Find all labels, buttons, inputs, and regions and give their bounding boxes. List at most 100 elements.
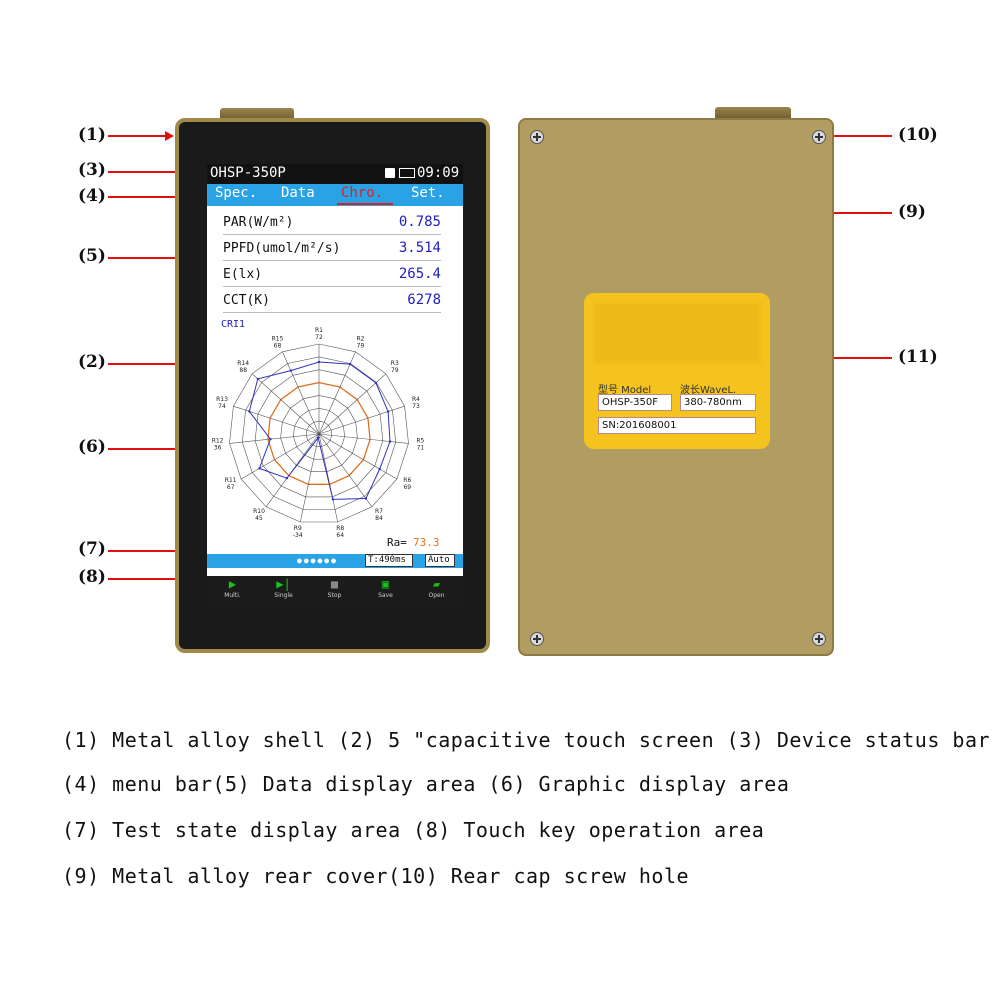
radar-category-label: R2 (357, 336, 365, 343)
radar-value-label: -34 (293, 532, 303, 539)
description-line: (4) menu bar(5) Data display area (6) Gr… (62, 772, 790, 796)
screw-icon (812, 632, 826, 646)
callout-11: (11) (898, 347, 938, 367)
description-line: (1) Metal alloy shell (2) 5 "capacitive … (62, 728, 991, 752)
radar-value-label: 68 (274, 343, 282, 350)
test-mode[interactable]: Auto (425, 554, 455, 567)
radar-spoke (318, 373, 387, 435)
radar-value-label: 73 (412, 403, 420, 410)
radar-value-label: 36 (214, 445, 222, 452)
radar-value-label: 74 (218, 403, 226, 410)
progress-dots: ●●●●●● (297, 556, 338, 565)
model-value: OHSP-350F (598, 394, 672, 411)
screw-icon (812, 130, 826, 144)
radar-point (348, 362, 352, 366)
radar-ring (254, 369, 384, 498)
radar-ring (267, 381, 371, 485)
key-label: Open (428, 592, 445, 599)
reading-label: E(lx) (223, 266, 263, 282)
tab-spec[interactable]: Spec. (215, 185, 258, 201)
battery-icon (399, 168, 415, 178)
radar-value-label: 79 (391, 367, 399, 374)
radar-spoke (318, 433, 373, 507)
radar-spoke (233, 405, 320, 435)
tab-set[interactable]: Set. (411, 185, 445, 201)
radar-value-label: 72 (315, 334, 323, 341)
radar-point (386, 410, 390, 413)
radar-point (289, 369, 292, 372)
radar-category-label: R3 (391, 360, 399, 367)
callout-8: (8) (78, 567, 106, 587)
tab-data[interactable]: Data (281, 185, 315, 201)
radar-spoke (318, 433, 338, 523)
reading-label: PAR(W/m²) (223, 214, 294, 230)
reading-value: 3.514 (398, 240, 441, 256)
touch-screen[interactable]: OHSP-350P 09:09 Spec. Data Chro. Set. PA… (207, 164, 463, 604)
save-button[interactable]: ▣ Save (360, 576, 411, 604)
menu-bar: Spec. Data Chro. Set. (207, 184, 463, 206)
reading-label: PPFD(umol/m²/s) (223, 240, 341, 256)
radar-category-label: R1 (315, 327, 323, 334)
radar-point (317, 360, 321, 364)
model-label: 型号 Model (598, 385, 652, 396)
radar-spoke (251, 373, 320, 435)
reading-value: 0.785 (398, 214, 441, 230)
key-label: Multi. (224, 592, 241, 599)
radar-spoke (229, 433, 320, 444)
description-line: (9) Metal alloy rear cover(10) Rear cap … (62, 864, 690, 888)
radar-value-label: 45 (255, 515, 263, 522)
radar-category-label: R6 (403, 477, 411, 484)
radar-category-label: R7 (375, 508, 383, 515)
stop-icon: ■ (330, 577, 339, 591)
radar-value-label: 67 (227, 484, 235, 491)
reading-label: CCT(K) (223, 292, 270, 308)
cri-title: CRI1 (221, 319, 246, 330)
key-label: Stop (327, 592, 342, 599)
radar-category-label: R15 (272, 336, 284, 343)
product-label: 型号 Model 波长WaveL. OHSP-350F 380-780nm SN… (584, 293, 770, 449)
stop-button[interactable]: ■ Stop (309, 576, 360, 604)
callout-5: (5) (78, 246, 106, 266)
screw-icon (530, 632, 544, 646)
radar-value-label: 84 (375, 515, 383, 522)
radar-category-label: R9 (294, 525, 302, 532)
radar-category-label: R8 (336, 525, 344, 532)
radar-category-label: R5 (416, 438, 424, 445)
ra-label: Ra= (387, 536, 407, 549)
status-time: 09:09 (417, 165, 460, 181)
radar-spoke (300, 433, 320, 523)
top-connector-rear (715, 107, 791, 119)
radar-spoke (240, 433, 320, 480)
reading-row: CCT(K) 6278 (223, 288, 441, 313)
reading-value: 265.4 (398, 266, 441, 282)
multi-button[interactable]: ▶ Multi. (207, 576, 258, 604)
radar-point (374, 381, 378, 384)
callout-9: (9) (898, 202, 926, 222)
open-button[interactable]: ▰ Open (411, 576, 462, 604)
arrow-10 (822, 131, 892, 141)
callout-2: (2) (78, 352, 106, 372)
radar-category-label: R12 (212, 438, 224, 445)
test-time: T:490ms (365, 554, 413, 567)
radar-spoke (318, 405, 405, 435)
tab-chro[interactable]: Chro. (341, 185, 384, 201)
screw-icon (530, 130, 544, 144)
radar-value-label: 79 (357, 343, 365, 350)
radar-value-label: 88 (239, 367, 247, 374)
sd-card-icon (385, 168, 395, 178)
blurred-label-area (594, 303, 760, 363)
radar-ring (229, 343, 409, 523)
radar-category-label: R14 (237, 360, 249, 367)
wavelength-value: 380-780nm (680, 394, 756, 411)
single-button[interactable]: ▶| Single (258, 576, 309, 604)
reading-row: PPFD(umol/m²/s) 3.514 (223, 236, 441, 261)
device-model: OHSP-350P (210, 165, 286, 181)
reading-row: E(lx) 265.4 (223, 262, 441, 287)
radar-spoke (318, 433, 398, 480)
step-icon: ▶| (276, 577, 291, 591)
touch-key-area: ▶ Multi. ▶| Single ■ Stop ▣ Save ▰ Open (207, 576, 463, 604)
radar-point (378, 467, 381, 471)
radar-point (364, 497, 368, 500)
callout-3: (3) (78, 160, 106, 180)
radar-category-label: R4 (412, 396, 420, 403)
